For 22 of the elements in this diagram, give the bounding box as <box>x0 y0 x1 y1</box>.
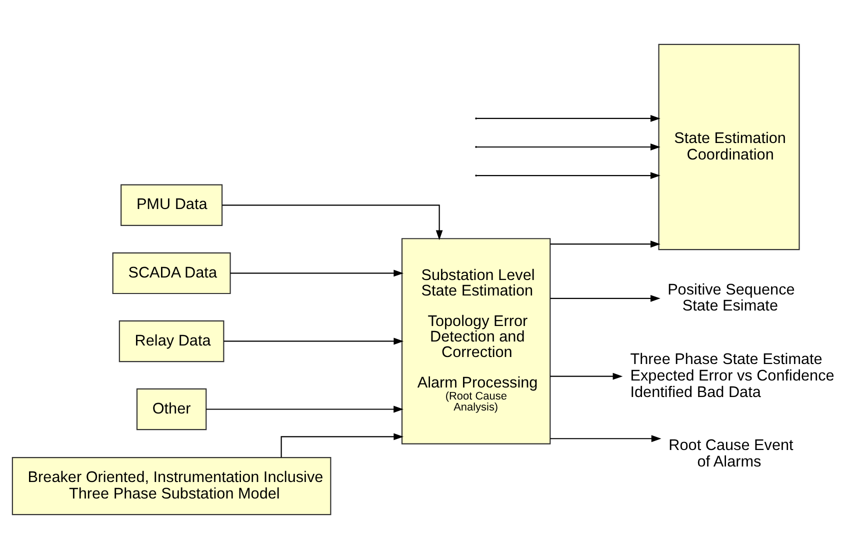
arrow <box>476 144 660 150</box>
node-box: SCADA Data <box>112 252 231 294</box>
arrow <box>550 372 623 380</box>
node-box: State Estimation Coordination <box>658 44 800 250</box>
arrow <box>222 204 443 240</box>
arrow <box>476 115 660 122</box>
node-box: Breaker Oriented, Instrumentation Inclusive Three Phase Substation Model <box>12 457 332 516</box>
node-box: PMU Data <box>120 184 223 226</box>
node-box: Substation Level State Estimation Topology Error Detection and Correction Alarm Processing (Root Cause Analysis) <box>401 238 551 444</box>
node-box: Other <box>136 388 207 430</box>
arrow <box>230 270 404 277</box>
arrow <box>550 240 660 248</box>
arrow <box>550 435 662 442</box>
arrow <box>550 294 660 302</box>
node-text: Root Cause Event of Alarms <box>668 437 794 471</box>
node-box: Relay Data <box>118 320 224 362</box>
arrow <box>224 338 404 345</box>
node-text: Three Phase State Estimate Expected Error vs Confidence Identified Bad Data <box>630 350 834 401</box>
arrow <box>476 172 660 179</box>
arrow <box>206 406 404 413</box>
arrow <box>280 433 404 458</box>
node-text: Positive Sequence State Esimate <box>668 281 795 315</box>
